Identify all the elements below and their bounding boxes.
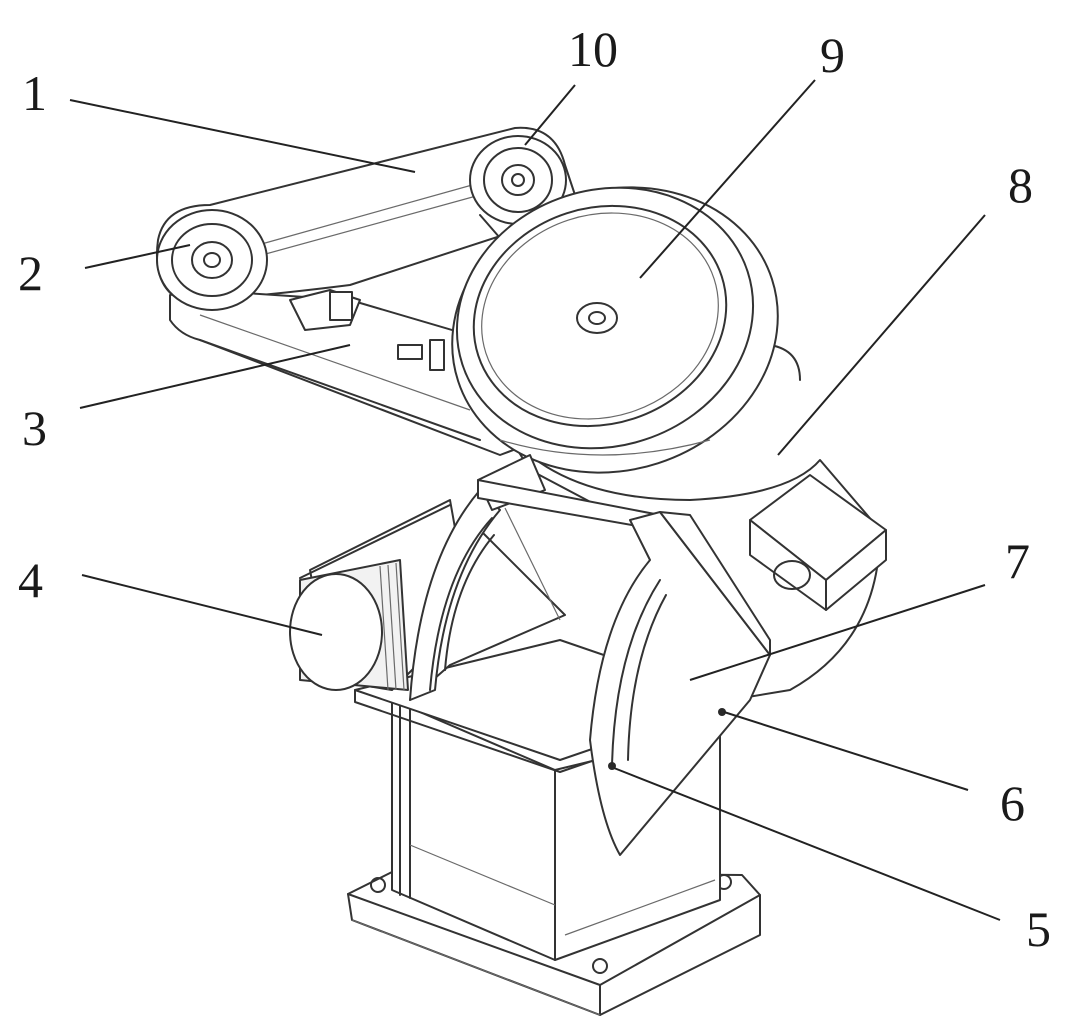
label-3: 3 [22, 400, 47, 456]
side-box [749, 474, 887, 611]
label-9: 9 [820, 27, 845, 83]
leader-line-5 [613, 767, 1001, 921]
label-2: 2 [18, 245, 43, 301]
label-5: 5 [1026, 901, 1051, 957]
leader-line-2 [84, 244, 191, 269]
leader-line-9 [639, 79, 816, 279]
label-1: 1 [22, 65, 47, 121]
leader-lines [69, 79, 1001, 921]
leader-line-10 [524, 84, 576, 146]
label-10: 10 [568, 21, 618, 77]
leader-line-1 [69, 99, 416, 173]
part-labels: 1 2 3 4 5 6 7 8 9 10 [18, 21, 1051, 957]
leader-line-4 [81, 574, 323, 636]
belt-frame [156, 126, 581, 456]
label-6: 6 [1000, 775, 1025, 831]
label-4: 4 [18, 552, 43, 608]
label-7: 7 [1005, 533, 1030, 589]
right-trunnion-arm [589, 511, 771, 856]
leader-line-6 [723, 711, 969, 791]
label-8: 8 [1008, 157, 1033, 213]
leader-line-8 [777, 214, 986, 456]
leader-line-3 [79, 344, 351, 409]
drive-wheel [451, 186, 779, 474]
leader-line-7 [689, 584, 986, 681]
